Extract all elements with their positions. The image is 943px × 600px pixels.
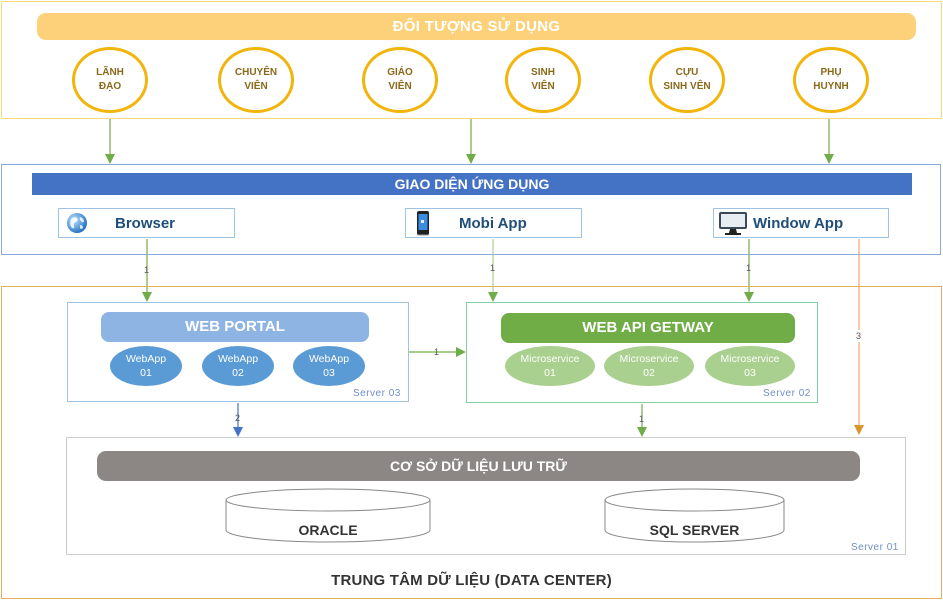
microservice-number: 02: [643, 367, 655, 379]
user-label-line1: CỰU: [675, 67, 699, 78]
server-label-portal: Server 03: [353, 388, 401, 399]
api-gateway-server[interactable]: [466, 302, 818, 403]
client-window-app-label: Window App: [753, 214, 844, 232]
api-gateway-title: WEB API GETWAY: [501, 313, 795, 343]
mobile-phone-icon: [415, 210, 431, 236]
microservice-number: 01: [544, 367, 556, 379]
web-portal-title: WEB PORTAL: [101, 312, 369, 342]
edge-label-window-db: 3: [856, 331, 861, 341]
webapp-number: 01: [140, 367, 152, 379]
microservice-node[interactable]: Microservice 01: [505, 346, 595, 386]
webapp-node[interactable]: WebApp 01: [110, 346, 182, 386]
microservice-number: 03: [744, 367, 756, 379]
database-label: ORACLE: [298, 522, 358, 538]
edge-label-window-gateway: 1: [746, 263, 751, 273]
user-label-line2: VIÊN: [531, 81, 555, 92]
webapp-node[interactable]: WebApp 02: [202, 346, 274, 386]
data-center-title: TRUNG TÂM DỮ LIỆU (DATA CENTER): [331, 572, 612, 589]
microservice-node[interactable]: Microservice 03: [705, 346, 795, 386]
edge-label-portal-db: 2: [235, 413, 240, 423]
user-label-line1: PHỤ: [820, 67, 842, 78]
microservice-label: Microservice: [520, 353, 580, 365]
client-window-app[interactable]: Window App: [713, 208, 889, 238]
user-specialist[interactable]: CHUYÊN VIÊN: [218, 47, 294, 113]
user-label-line1: CHUYÊN: [234, 67, 278, 78]
user-label-line2: HUYNH: [813, 81, 849, 92]
user-leader[interactable]: LÃNH ĐẠO: [72, 47, 148, 113]
user-label-line2: ĐẠO: [98, 81, 122, 92]
microservice-label: Microservice: [619, 353, 679, 365]
database-server[interactable]: [66, 437, 906, 555]
database-label: SQL SERVER: [649, 522, 740, 538]
user-label-line2: VIÊN: [244, 81, 268, 92]
client-mobi-app-label: Mobi App: [459, 214, 527, 232]
globe-icon: [63, 211, 91, 235]
users-title-bar: ĐỐI TƯỢNG SỬ DỤNG: [37, 13, 916, 40]
webapp-label: WebApp: [125, 353, 167, 365]
webapp-number: 02: [232, 367, 244, 379]
interfaces-title-bar: GIAO DIỆN ỨNG DỤNG: [32, 173, 912, 195]
user-label-line1: LÃNH: [96, 67, 124, 78]
user-student[interactable]: SINH VIÊN: [505, 47, 581, 113]
edge-label-mobi-gateway: 1: [490, 263, 495, 273]
user-label-line1: SINH: [531, 67, 555, 78]
user-label-line2: VIÊN: [388, 81, 412, 92]
user-label-line2: SINH VÊN: [663, 81, 711, 92]
data-center-panel: [1, 286, 942, 599]
web-portal-server[interactable]: [67, 302, 409, 402]
client-mobi-app[interactable]: Mobi App: [405, 208, 582, 238]
database-sql-server[interactable]: SQL SERVER: [604, 488, 785, 544]
database-title: CƠ SỞ DỮ LIỆU LƯU TRỮ: [97, 451, 860, 481]
microservice-node[interactable]: Microservice 02: [604, 346, 694, 386]
webapp-label: WebApp: [308, 353, 350, 365]
server-label-gateway: Server 02: [763, 388, 811, 399]
desktop-monitor-icon: [717, 210, 749, 236]
webapp-number: 03: [323, 367, 335, 379]
user-teacher[interactable]: GIÁO VIÊN: [362, 47, 438, 113]
user-label-line1: GIÁO: [387, 67, 413, 78]
interfaces-panel: [1, 164, 941, 255]
server-label-database: Server 01: [851, 542, 899, 553]
client-browser[interactable]: Browser: [58, 208, 235, 238]
webapp-label: WebApp: [217, 353, 259, 365]
edge-label-portal-gateway: 1: [434, 347, 439, 357]
microservice-label: Microservice: [720, 353, 780, 365]
edge-label-browser-portal: 1: [144, 265, 149, 275]
client-browser-label: Browser: [115, 214, 176, 232]
database-cylinder-icon: [225, 488, 431, 543]
webapp-node[interactable]: WebApp 03: [293, 346, 365, 386]
database-oracle[interactable]: ORACLE: [225, 488, 431, 544]
database-cylinder-icon: [604, 488, 785, 543]
edge-label-gateway-db: 1: [639, 414, 644, 424]
user-alumni[interactable]: CỰU SINH VÊN: [649, 47, 725, 113]
user-parent[interactable]: PHỤ HUYNH: [793, 47, 869, 113]
users-panel: [1, 1, 942, 119]
